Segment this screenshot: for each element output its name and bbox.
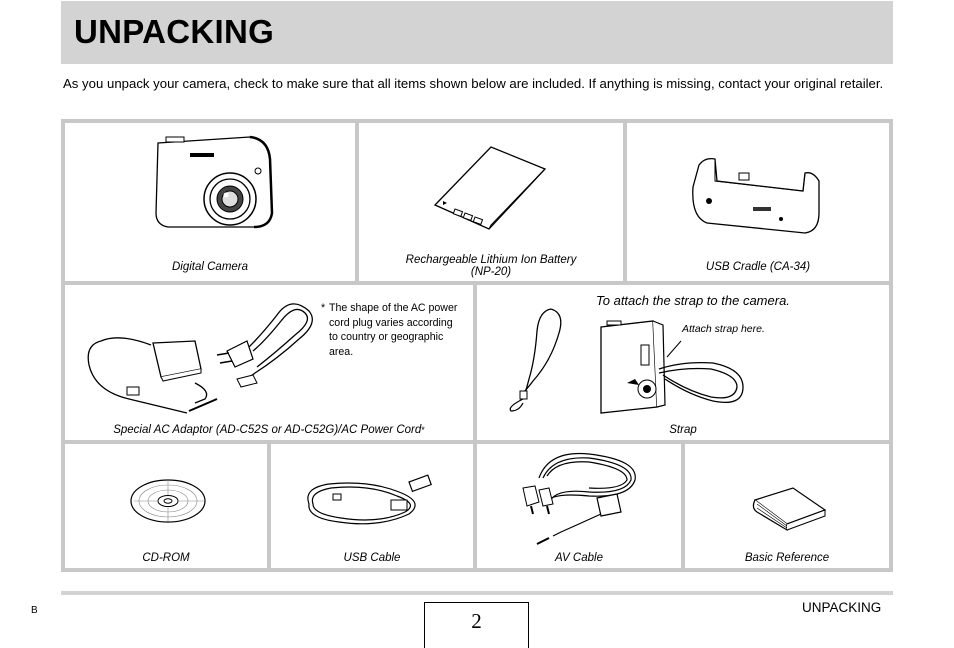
page-title: UNPACKING <box>74 13 275 50</box>
caption-usb-cable: USB Cable <box>343 552 401 564</box>
caption-adaptor-row: Special AC Adaptor (AD-C52S or AD-C52G)/… <box>65 424 473 436</box>
cell-battery: Rechargeable Lithium Ion Battery (NP-20) <box>359 123 623 281</box>
caption-battery-line1: Rechargeable Lithium Ion Battery <box>405 254 577 266</box>
caption-strap: Strap <box>669 424 697 436</box>
power-cord-note: * The shape of the AC power cord plug va… <box>321 301 461 359</box>
cell-av-cable: AV Cable <box>477 444 681 568</box>
caption-battery: Rechargeable Lithium Ion Battery (NP-20) <box>359 254 623 278</box>
strap-attach-label: Attach strap here. <box>682 323 765 335</box>
contents-grid: Digital Camera Rechargeable Lithium Ion … <box>61 119 893 572</box>
av-cable-illustration <box>522 452 636 545</box>
cell-cdrom: CD-ROM <box>65 444 267 568</box>
caption-cdrom: CD-ROM <box>142 552 190 564</box>
cell-adaptor: Special AC Adaptor (AD-C52S or AD-C52G)/… <box>65 285 473 440</box>
strap-illustration <box>509 308 562 412</box>
strap-instruction-title: To attach the strap to the camera. <box>596 293 790 308</box>
cell-cradle: USB Cradle (CA-34) <box>627 123 889 281</box>
intro-text: As you unpack your camera, check to make… <box>63 76 884 91</box>
cdrom-illustration <box>130 479 206 523</box>
caption-camera: Digital Camera <box>171 261 249 273</box>
cradle-illustration <box>692 157 820 234</box>
cell-basic-reference: Basic Reference <box>685 444 889 568</box>
footer-marker: B <box>31 605 38 616</box>
usb-cable-illustration <box>307 474 432 525</box>
cell-usb-cable: USB Cable <box>271 444 473 568</box>
caption-battery-line2: (NP-20) <box>470 266 512 278</box>
caption-cradle: USB Cradle (CA-34) <box>705 261 811 273</box>
cell-camera: Digital Camera <box>65 123 355 281</box>
caption-adaptor-mark: * <box>421 425 425 435</box>
basic-reference-illustration <box>752 487 827 532</box>
caption-adaptor-label: Special AC Adaptor (AD-C52S or AD-C52G)/… <box>113 424 422 436</box>
title-bar: UNPACKING <box>61 1 893 64</box>
note-text: The shape of the AC power cord plug vari… <box>329 302 458 358</box>
adaptor-illustration <box>87 303 313 414</box>
caption-basic-reference: Basic Reference <box>744 552 830 564</box>
footer-divider <box>61 591 893 595</box>
caption-av-cable: AV Cable <box>555 552 603 564</box>
camera-illustration <box>155 135 274 229</box>
cell-strap: Strap <box>477 285 889 440</box>
strap-attach-illustration <box>600 320 744 414</box>
note-mark: * <box>321 302 326 314</box>
page-number: 2 <box>424 602 529 648</box>
battery-illustration <box>433 146 547 230</box>
footer-section-title: UNPACKING <box>802 600 882 615</box>
